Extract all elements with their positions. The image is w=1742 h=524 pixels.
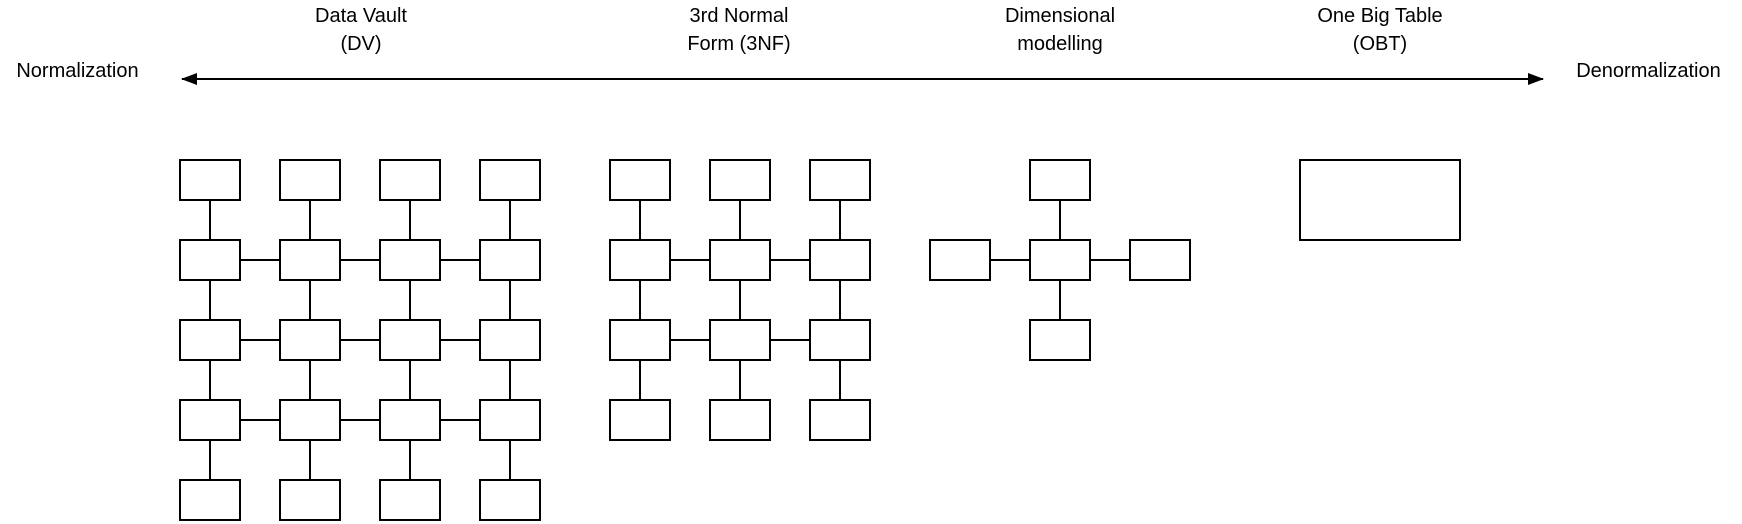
method-label-third-normal-form: 3rd Normal Form (3NF): [629, 2, 849, 58]
entity-box: [179, 399, 241, 441]
diagram-one-big-table: [1299, 159, 1461, 241]
entity-box: [709, 239, 771, 281]
method-label-line2: (OBT): [1352, 33, 1408, 55]
entity-box: [279, 479, 341, 521]
method-label-line2: (DV): [340, 33, 382, 55]
entity-box: [609, 239, 671, 281]
diagram-data-vault: [179, 159, 541, 521]
entity-box: [279, 399, 341, 441]
entity-box: [709, 399, 771, 441]
entity-box: [929, 239, 991, 281]
entity-box: [279, 319, 341, 361]
entity-box: [279, 159, 341, 201]
entity-box: [379, 239, 441, 281]
method-label-line2: modelling: [1017, 33, 1103, 55]
entity-box: [609, 159, 671, 201]
entity-box: [709, 319, 771, 361]
entity-box: [379, 479, 441, 521]
entity-box: [609, 399, 671, 441]
entity-box: [809, 159, 871, 201]
entity-box: [479, 319, 541, 361]
entity-box: [279, 239, 341, 281]
entity-box: [1029, 319, 1091, 361]
entity-box: [379, 399, 441, 441]
diagram-third-normal-form: [609, 159, 871, 441]
method-label-data-vault: Data Vault (DV): [251, 2, 471, 58]
entity-box: [709, 159, 771, 201]
entity-box: [479, 479, 541, 521]
entity-box: [379, 319, 441, 361]
method-label-line1: One Big Table: [1317, 5, 1443, 27]
method-label-line2: Form (3NF): [687, 33, 791, 55]
entity-box: [479, 159, 541, 201]
entity-box: [1029, 159, 1091, 201]
diagram-dimensional-modelling: [929, 159, 1191, 361]
entity-box: [1029, 239, 1091, 281]
entity-box: [809, 319, 871, 361]
denormalization-label: Denormalization: [1576, 60, 1721, 82]
entity-box: [1129, 239, 1191, 281]
entity-box: [179, 159, 241, 201]
normalization-label: Normalization: [16, 60, 139, 82]
method-label-one-big-table: One Big Table (OBT): [1270, 2, 1490, 58]
entity-box: [479, 399, 541, 441]
entity-box: [809, 399, 871, 441]
method-label-dimensional-modelling: Dimensional modelling: [950, 2, 1170, 58]
entity-box: [179, 479, 241, 521]
entity-box: [179, 239, 241, 281]
method-label-line1: Data Vault: [315, 5, 407, 27]
entity-box: [609, 319, 671, 361]
entity-box: [809, 239, 871, 281]
method-label-line1: 3rd Normal: [689, 5, 789, 27]
entity-box: [379, 159, 441, 201]
entity-box: [479, 239, 541, 281]
method-label-line1: Dimensional: [1004, 5, 1116, 27]
entity-box: [179, 319, 241, 361]
entity-box: [1299, 159, 1461, 241]
